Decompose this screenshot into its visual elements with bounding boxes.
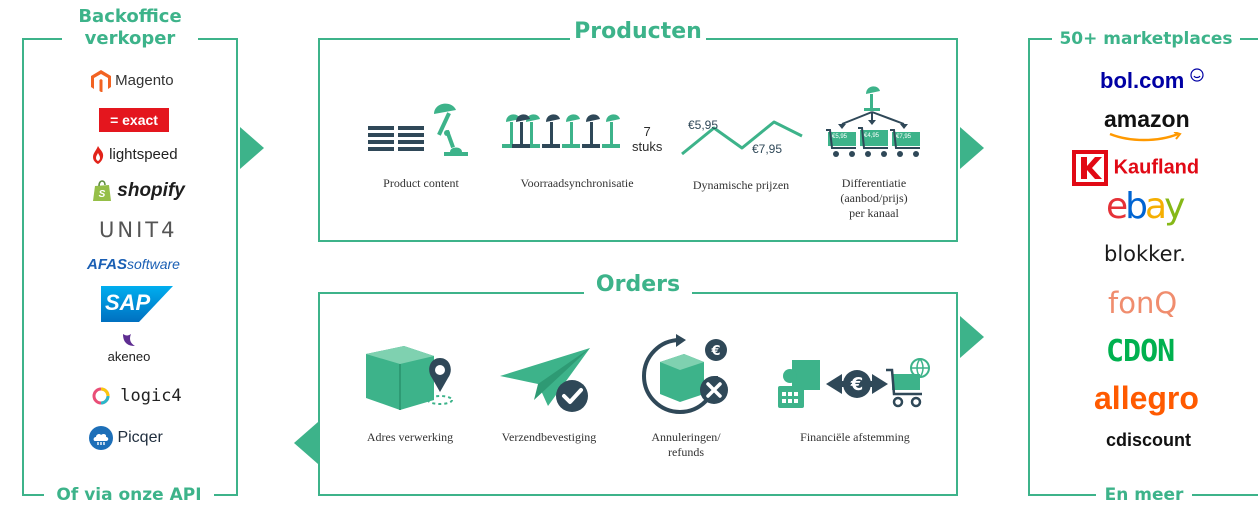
blokker-logo: blokker. xyxy=(1104,242,1186,266)
prijzen-label: Dynamische prijzen xyxy=(692,178,790,192)
marketplaces-footer: En meer xyxy=(1096,484,1192,506)
arrow-to-producten xyxy=(240,127,264,169)
cart-price-3: €7,95 xyxy=(896,134,912,140)
marketplaces-title: 50+ marketplaces xyxy=(1052,28,1240,50)
logic4-ring-icon xyxy=(92,387,110,405)
magento-icon xyxy=(91,70,111,92)
shopify-bag-icon: S xyxy=(93,180,111,201)
allegro-logo: allegro xyxy=(1094,380,1199,416)
flame-icon xyxy=(93,146,104,165)
akeneo-logo: akeneo xyxy=(104,333,154,364)
amazon-logo: amazon xyxy=(1104,106,1190,142)
differentiatie-label: Differentiatie (aanbod/prijs) per kanaal xyxy=(840,176,908,220)
exact-logo: = exact xyxy=(99,108,169,132)
paper-plane-check-icon xyxy=(498,346,598,420)
bolcom-logo: bol.com xyxy=(1100,68,1205,94)
sap-logo: SAP xyxy=(101,286,173,327)
afas-logo: AFASsoftware xyxy=(87,256,180,273)
price-b: €7,95 xyxy=(752,142,783,156)
kaufland-logo: Kaufland xyxy=(1072,150,1199,186)
channel-carts-icon xyxy=(822,82,926,166)
verzend-label: Verzendbevestiging xyxy=(501,430,597,444)
sap-badge-icon xyxy=(101,286,173,322)
arrow-producten-to-marketplaces xyxy=(960,127,984,169)
amazon-smile-icon xyxy=(1109,132,1182,142)
ebay-logo: ebay xyxy=(1106,186,1185,227)
cart-price-2: €4,95 xyxy=(864,133,880,139)
package-location-icon xyxy=(360,338,470,426)
unit4-logo: UNIT4 xyxy=(99,218,178,242)
producten-title: Producten xyxy=(570,18,706,46)
product-content-label: Product content xyxy=(383,176,459,190)
price-a: €5,95 xyxy=(688,118,719,132)
product-content-icon xyxy=(364,96,480,164)
picqer-logo: Picqer xyxy=(89,426,163,450)
shopify-logo: S shopify xyxy=(92,180,185,202)
price-trend-icon xyxy=(680,114,806,162)
backoffice-footer: Of via onze API xyxy=(44,484,214,506)
adres-label: Adres verwerking xyxy=(366,430,454,444)
akeneo-icon xyxy=(123,334,135,346)
magento-logo: Magento xyxy=(91,70,174,92)
voorraad-count: 7 stuks xyxy=(632,124,663,154)
bolcom-smile-icon xyxy=(1190,68,1205,82)
voorraad-lamps-icon xyxy=(496,108,632,162)
cdon-logo: CDON xyxy=(1106,334,1175,369)
arrow-marketplaces-to-orders xyxy=(960,316,984,358)
backoffice-title: Backoffice verkoper xyxy=(62,6,198,50)
svg-text:€: € xyxy=(850,374,864,395)
svg-text:S: S xyxy=(99,189,106,200)
arrow-from-orders xyxy=(294,422,318,464)
lightspeed-logo: lightspeed xyxy=(91,146,178,165)
svg-text:€: € xyxy=(710,344,720,359)
cart-price-1: €5,95 xyxy=(832,134,848,140)
cdiscount-logo: cdiscount xyxy=(1106,430,1192,450)
kaufland-k-icon xyxy=(1072,150,1108,186)
financieel-label: Financiële afstemming xyxy=(800,430,910,444)
picqer-cloud-icon xyxy=(89,426,113,450)
logic4-logo: logic4 xyxy=(92,386,182,406)
voorraad-label: Voorraadsynchronisatie xyxy=(520,176,634,190)
annulering-label: Annuleringen/ refunds xyxy=(651,430,721,459)
cancel-refund-icon: € xyxy=(640,334,740,422)
finance-reconcile-icon: € xyxy=(776,356,936,420)
fonq-logo: fonQ xyxy=(1108,286,1178,320)
orders-title: Orders xyxy=(584,271,692,299)
